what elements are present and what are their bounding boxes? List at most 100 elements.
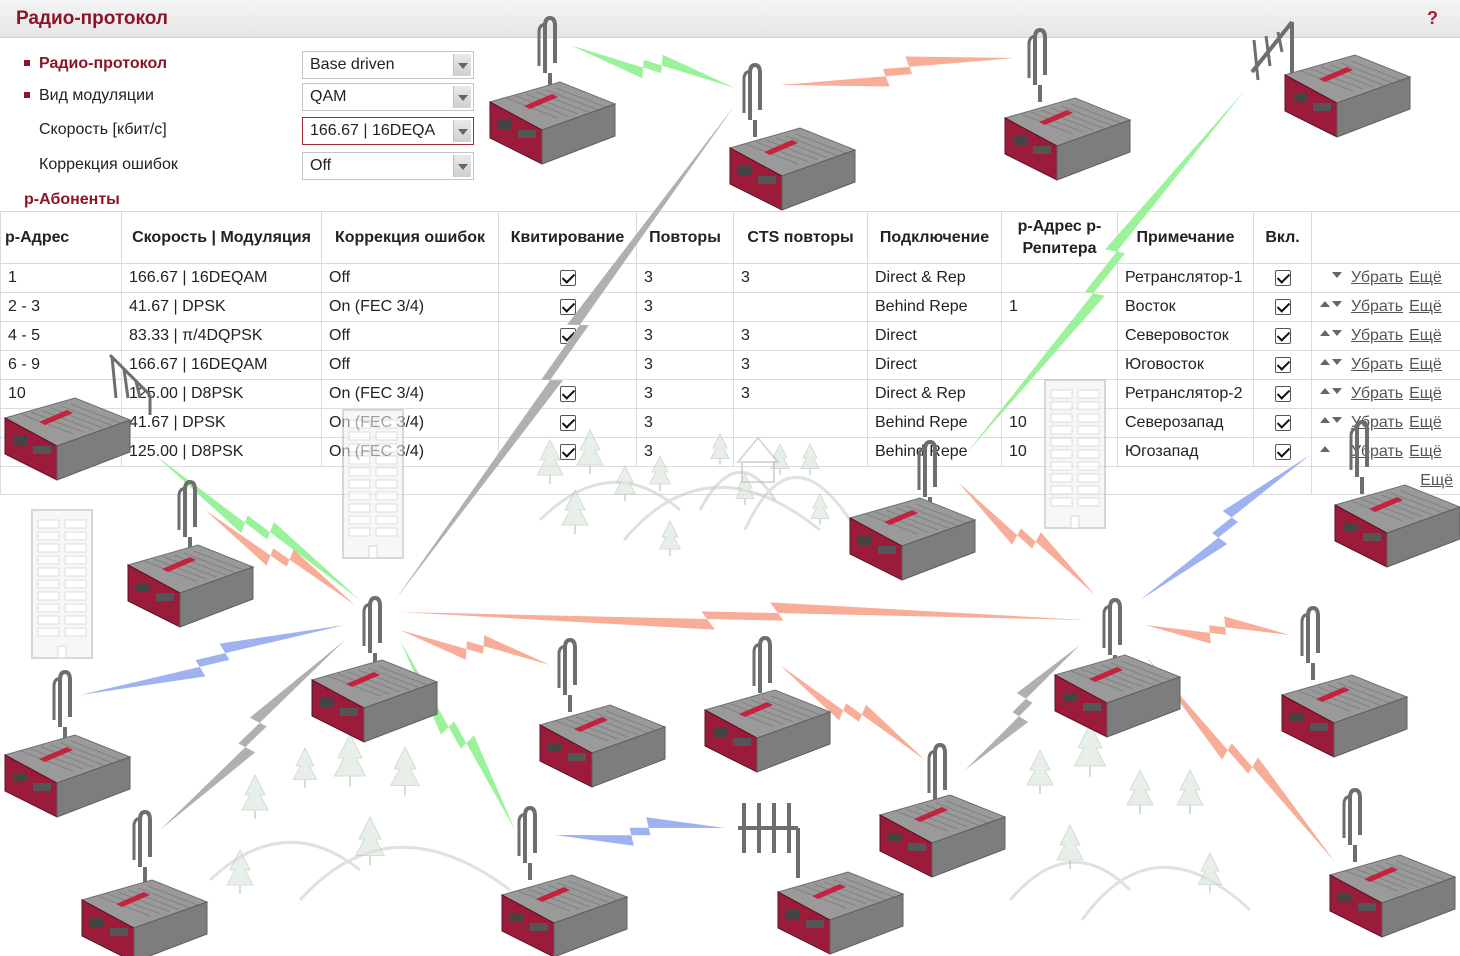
- cell-repeater: [1001, 263, 1118, 293]
- ack-checkbox[interactable]: [559, 327, 576, 344]
- cell-retries: 3: [636, 408, 734, 438]
- cell-note: Восток: [1117, 292, 1254, 322]
- move-up-icon[interactable]: [1319, 327, 1331, 339]
- ack-checkbox[interactable]: [559, 269, 576, 286]
- move-down-icon[interactable]: [1331, 385, 1343, 397]
- cell-enabled: [1253, 292, 1312, 322]
- radio-protocol-select[interactable]: Base driven: [302, 51, 474, 79]
- chevron-down-icon[interactable]: [453, 120, 471, 142]
- remove-link[interactable]: Убрать: [1351, 414, 1404, 431]
- cell-address: 10: [0, 379, 122, 409]
- remove-link[interactable]: Убрать: [1351, 327, 1404, 344]
- move-up-icon[interactable]: [1319, 298, 1331, 310]
- more-link[interactable]: Ещё: [1409, 327, 1442, 344]
- radio-modem-icon: [1003, 97, 1132, 181]
- move-down-icon[interactable]: [1331, 327, 1343, 339]
- cell-ack: [498, 437, 637, 467]
- cell-actions: Убрать Ещё: [1311, 321, 1460, 351]
- move-up-icon[interactable]: [1319, 443, 1331, 455]
- enabled-checkbox[interactable]: [1274, 443, 1291, 460]
- tree-icon: [1126, 768, 1154, 814]
- move-down-icon[interactable]: [1331, 269, 1343, 281]
- cell-cts: [733, 437, 868, 467]
- ack-checkbox[interactable]: [559, 385, 576, 402]
- radio-link-icon: [555, 817, 725, 846]
- cell-fec: Off: [321, 321, 499, 351]
- cell-enabled: [1253, 437, 1312, 467]
- enabled-checkbox[interactable]: [1274, 414, 1291, 431]
- cell-fec: Off: [321, 350, 499, 380]
- speed-select[interactable]: 166.67 | 16DEQA: [302, 117, 474, 145]
- select-value: Base driven: [310, 56, 395, 73]
- remove-link[interactable]: Убрать: [1351, 356, 1404, 373]
- tree-icon: [292, 746, 318, 788]
- cell-retries: 3: [636, 437, 734, 467]
- setting-fec: Коррекция ошибок Off: [0, 149, 480, 180]
- antenna-icon: [742, 62, 762, 137]
- help-icon[interactable]: ?: [1427, 8, 1438, 28]
- radio-link-icon: [958, 482, 1095, 595]
- yagi-antenna-icon: [738, 803, 800, 878]
- cell-repeater: 10: [1001, 408, 1118, 438]
- remove-link[interactable]: Убрать: [1351, 443, 1404, 460]
- cell-note: Ретранслятор-2: [1117, 379, 1254, 409]
- page-title: Радио-протокол: [16, 8, 168, 29]
- setting-label: Вид модуляции: [39, 87, 154, 104]
- antenna-icon: [132, 809, 152, 884]
- more-link[interactable]: Ещё: [1409, 356, 1442, 373]
- chevron-down-icon[interactable]: [453, 54, 471, 76]
- cell-connection: Behind Repe: [867, 292, 1002, 322]
- cell-fec: On (FEC 3/4): [321, 379, 499, 409]
- col-header: CTS повторы: [733, 211, 868, 264]
- tree-icon: [1026, 748, 1054, 794]
- enabled-checkbox[interactable]: [1274, 298, 1291, 315]
- more-link[interactable]: Ещё: [1409, 298, 1442, 315]
- remove-link[interactable]: Убрать: [1351, 385, 1404, 402]
- cell-repeater: 10: [1001, 437, 1118, 467]
- cell-enabled: [1253, 379, 1312, 409]
- move-down-icon[interactable]: [1331, 356, 1343, 368]
- radio-modem-icon: [848, 497, 977, 581]
- remove-link[interactable]: Убрать: [1351, 298, 1404, 315]
- tree-icon: [1073, 722, 1107, 777]
- move-up-icon[interactable]: [1319, 414, 1331, 426]
- enabled-checkbox[interactable]: [1274, 385, 1291, 402]
- enabled-checkbox[interactable]: [1274, 356, 1291, 373]
- fec-select[interactable]: Off: [302, 152, 474, 180]
- more-link[interactable]: Ещё: [1420, 471, 1453, 489]
- move-down-icon[interactable]: [1331, 414, 1343, 426]
- cell-retries: 3: [636, 379, 734, 409]
- radio-modem-icon: [80, 879, 209, 956]
- setting-radio-protocol: Радио-протокол Base driven: [0, 48, 480, 79]
- cell-speed: 166.67 | 16DEQAM: [121, 350, 322, 380]
- more-link[interactable]: Ещё: [1409, 414, 1442, 431]
- modulation-select[interactable]: QAM: [302, 83, 474, 111]
- chevron-down-icon[interactable]: [453, 86, 471, 108]
- tree-icon: [1176, 768, 1204, 814]
- enabled-checkbox[interactable]: [1274, 327, 1291, 344]
- cell-cts: 3: [733, 263, 868, 293]
- radio-link-icon: [780, 56, 1015, 87]
- ack-checkbox[interactable]: [559, 414, 576, 431]
- radio-modem-icon: [538, 704, 667, 788]
- more-link[interactable]: Ещё: [1409, 269, 1442, 286]
- remove-link[interactable]: Убрать: [1351, 269, 1404, 286]
- table-row-add: Ещё: [0, 466, 1460, 495]
- move-down-icon[interactable]: [1331, 298, 1343, 310]
- chevron-down-icon[interactable]: [453, 155, 471, 177]
- more-link[interactable]: Ещё: [1409, 385, 1442, 402]
- ack-checkbox[interactable]: [559, 298, 576, 315]
- cell-address: 4 - 5: [0, 321, 122, 351]
- cell-retries: 3: [636, 292, 734, 322]
- move-up-icon[interactable]: [1319, 356, 1331, 368]
- setting-label: Коррекция ошибок: [39, 156, 178, 173]
- cell-connection: Direct & Rep: [867, 379, 1002, 409]
- enabled-checkbox[interactable]: [1274, 269, 1291, 286]
- more-link[interactable]: Ещё: [1409, 443, 1442, 460]
- ack-checkbox[interactable]: [559, 443, 576, 460]
- cell-enabled: [1253, 350, 1312, 380]
- col-header: Повторы: [636, 211, 734, 264]
- select-value: 166.67 | 16DEQA: [310, 122, 436, 139]
- move-up-icon[interactable]: [1319, 385, 1331, 397]
- setting-label: Радио-протокол: [39, 55, 167, 72]
